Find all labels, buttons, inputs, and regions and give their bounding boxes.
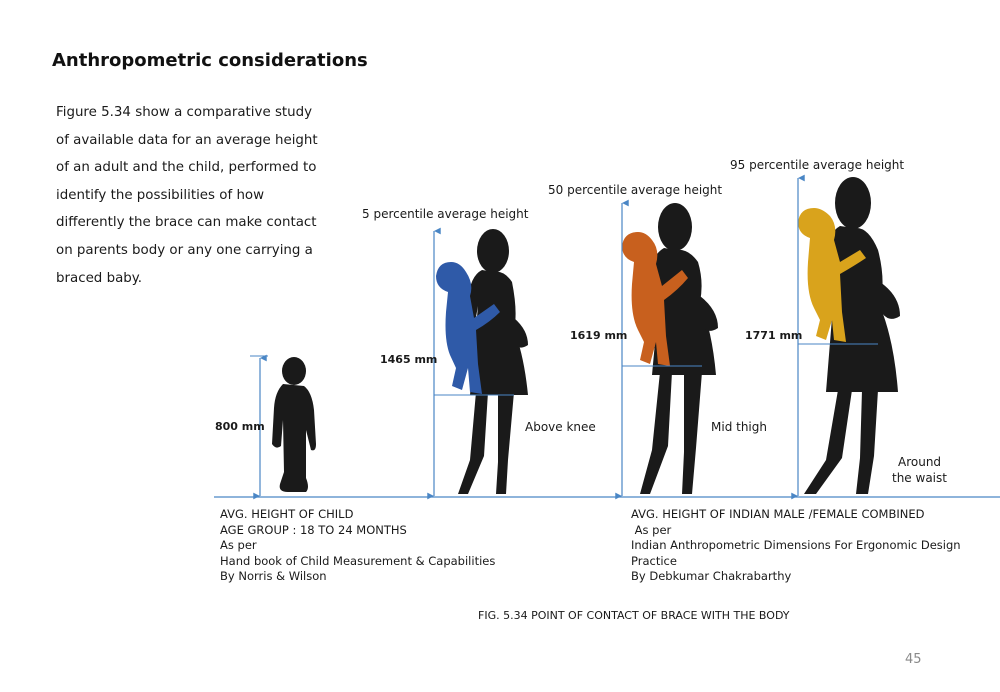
- child-source-line: By Norris & Wilson: [220, 569, 327, 584]
- adult-source-line: By Debkumar Chakrabarthy: [631, 569, 792, 584]
- adult-95th-percentile-contact-label-line: Around: [898, 455, 942, 469]
- adult-50th-percentile-height-label: 1619 mm: [570, 329, 628, 342]
- intro-line: differently the brace can make contact: [56, 215, 317, 231]
- figure-caption: FIG. 5.34 POINT OF CONTACT OF BRACE WITH…: [478, 609, 790, 622]
- child-source-line: Hand book of Child Measurement & Capabil…: [220, 553, 496, 568]
- intro-line: braced baby.: [56, 270, 143, 286]
- intro-line: of an adult and the child, performed to: [56, 160, 317, 176]
- intro-line: identify the possibilities of how: [56, 187, 265, 203]
- page-number: 45: [905, 652, 922, 667]
- intro-paragraph: Figure 5.34 show a comparative study of …: [56, 99, 356, 292]
- adult-95th-percentile-baby: [798, 208, 866, 342]
- adult-50th-percentile-baby: [622, 232, 688, 366]
- adult-50th-percentile-label: 50 percentile average height: [548, 183, 723, 197]
- adult-source-line: Practice: [631, 553, 677, 568]
- child-source-line: As per: [220, 538, 257, 553]
- adult-5th-percentile-contact-label: Above knee: [525, 420, 596, 434]
- adult-50th-percentile-contact-label: Mid thigh: [711, 420, 767, 434]
- child-source-line: AVG. HEIGHT OF CHILD: [220, 507, 354, 521]
- adult-95th-percentile-contact-label-line: the waist: [892, 471, 947, 485]
- adult-95th-percentile-height-label: 1771 mm: [745, 329, 803, 342]
- intro-line: Figure 5.34 show a comparative study: [56, 105, 313, 120]
- adult-5th-percentile-silhouette: [458, 229, 528, 494]
- intro-line: of available data for an average height: [56, 132, 318, 148]
- adult-source-note: AVG. HEIGHT OF INDIAN MALE /FEMALE COMBI…: [631, 507, 961, 585]
- adult-5th-percentile-baby: [436, 262, 500, 394]
- child-source-line: AGE GROUP : 18 TO 24 MONTHS: [220, 522, 407, 537]
- child-silhouette: [272, 357, 316, 492]
- adult-5th-percentile-height-label: 1465 mm: [380, 353, 438, 366]
- adult-source-line: As per: [631, 522, 672, 537]
- intro-line: on parents body or any one carrying a: [56, 242, 313, 258]
- adult-5th-percentile-label: 5 percentile average height: [362, 207, 529, 221]
- page-heading: Anthropometric considerations: [52, 50, 368, 71]
- adult-source-line: Indian Anthropometric Dimensions For Erg…: [631, 538, 961, 553]
- adult-source-line: AVG. HEIGHT OF INDIAN MALE /FEMALE COMBI…: [631, 507, 925, 521]
- child-source-note: AVG. HEIGHT OF CHILD AGE GROUP : 18 TO 2…: [220, 507, 495, 585]
- adult-95th-percentile-label: 95 percentile average height: [730, 158, 905, 172]
- child-height-label: 800 mm: [215, 420, 265, 433]
